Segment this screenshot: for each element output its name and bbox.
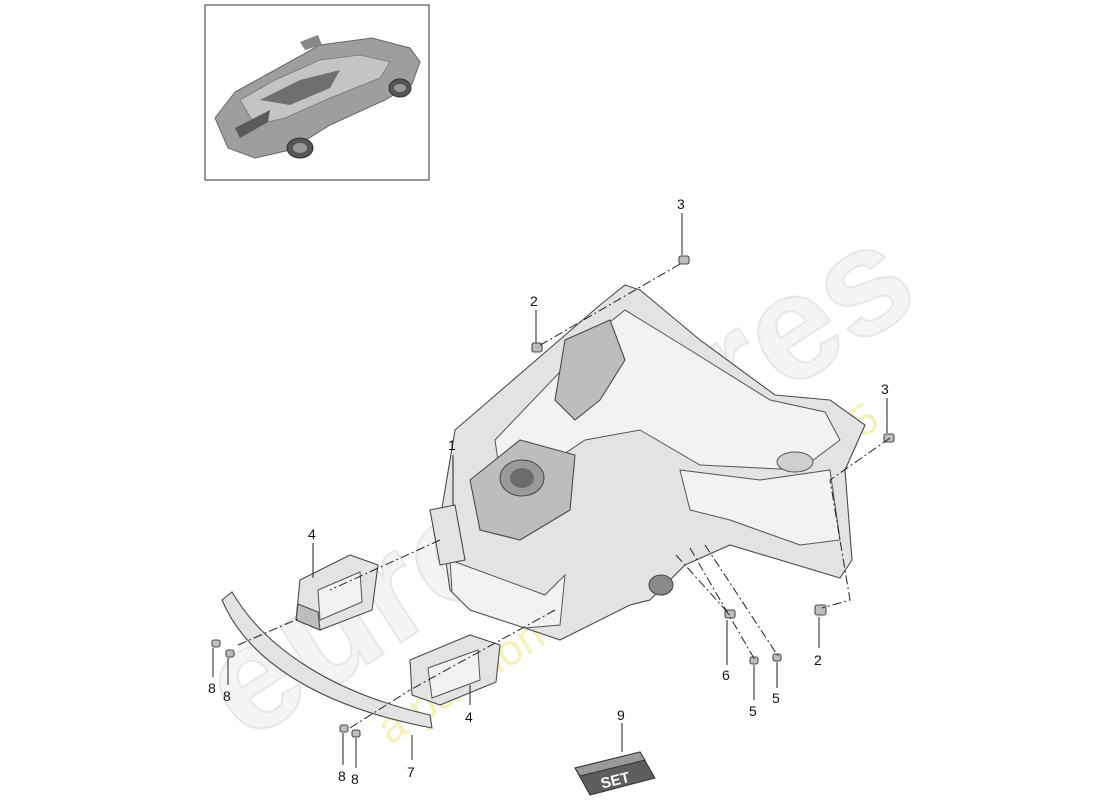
bolt-8c [339,724,349,733]
car-thumbnail [204,4,430,181]
callout-9: 9 [617,707,625,723]
callout-8d: 8 [351,771,359,787]
callout-1: 1 [448,437,456,453]
callout-3-right: 3 [881,381,889,397]
callout-5a: 5 [749,703,757,719]
callout-2-top: 2 [530,293,538,309]
callout-8c: 8 [338,768,346,784]
callout-5b: 5 [772,690,780,706]
callout-8b: 8 [223,688,231,704]
callout-8a: 8 [208,680,216,696]
bolt-8d [351,729,361,738]
fasteners [211,255,895,738]
bolt-5b [772,653,782,662]
strip-part [221,591,433,729]
callout-4-lower: 4 [465,709,473,725]
callout-4-left: 4 [308,526,316,542]
assembly-lines [237,263,891,729]
nut-2-right [814,604,827,616]
callout-6: 6 [722,667,730,683]
leader-lines [212,213,888,768]
rear-frame-part [429,284,866,641]
cap-3-top [678,255,690,265]
set-box-label: SET [599,769,631,793]
car-thumbnail-icon [214,35,421,159]
callout-7: 7 [407,764,415,780]
bolt-8a [211,639,221,648]
bolt-8b [225,649,235,658]
callout-2-right: 2 [814,652,822,668]
set-box: SET [574,751,656,796]
callout-3-top: 3 [677,196,685,212]
nut-2-top [531,342,543,353]
bolt-5a [749,656,759,665]
callouts: 1 2 2 3 3 4 4 5 5 6 7 8 8 8 8 9 [208,196,889,787]
